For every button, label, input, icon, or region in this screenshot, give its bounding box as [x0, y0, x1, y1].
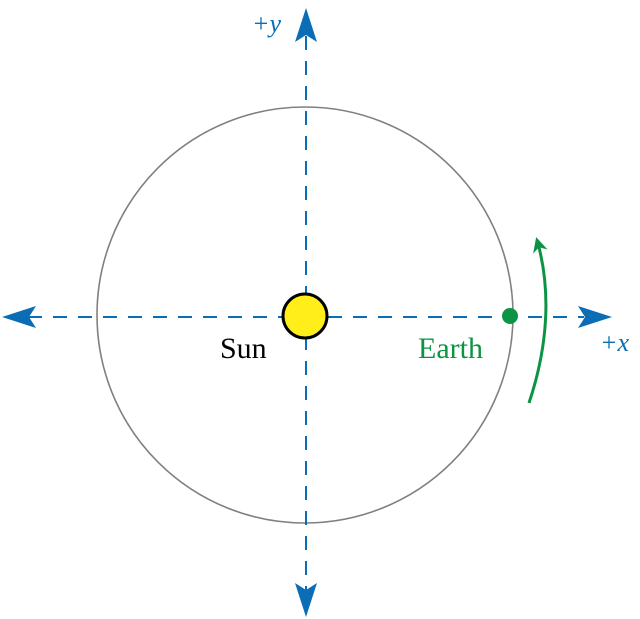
y-axis-top-arrowhead: [295, 8, 317, 42]
earth-label: Earth: [418, 332, 483, 365]
y-axis-bottom-arrowhead: [295, 583, 317, 617]
earth: [502, 308, 518, 324]
sun-label: Sun: [220, 332, 267, 365]
y-axis-label: +y: [252, 9, 282, 38]
x-axis-left-arrowhead: [2, 306, 36, 328]
x-axis-right-arrowhead: [578, 306, 612, 328]
sun: [281, 292, 329, 340]
x-axis-label: +x: [600, 328, 630, 357]
orbit-direction-arrow: [527, 237, 548, 404]
